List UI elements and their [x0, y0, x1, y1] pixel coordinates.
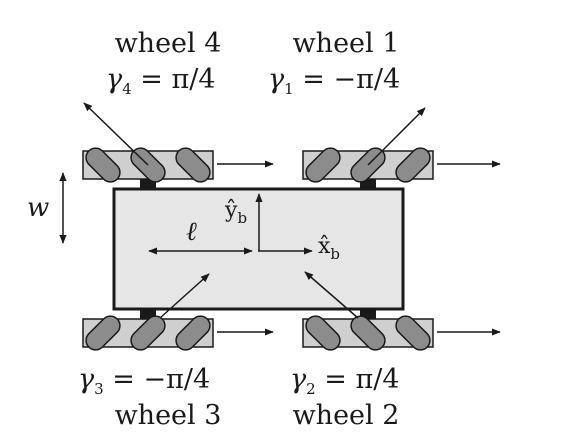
roller-arrow-wheel-4 — [83, 102, 149, 166]
wheel-2 — [302, 315, 434, 351]
roller-arrow-wheel-1 — [367, 107, 426, 166]
width-symbol-label: w — [27, 193, 49, 223]
gamma-2-label: γ2 = π/4 — [290, 364, 400, 398]
wheel-4-label: wheel 4 — [115, 28, 222, 59]
roller-arrow-wheel-2 — [304, 271, 359, 319]
x-body-axis-label: x̂b — [318, 234, 340, 263]
wheel-2-roller — [305, 315, 341, 351]
length-symbol-label: ℓ — [186, 217, 197, 247]
roller-arrow-wheel-3 — [159, 273, 210, 319]
wheel-4-roller — [85, 147, 121, 183]
gamma-1-label: γ1 = −π/4 — [268, 64, 400, 98]
wheel-1-roller — [395, 147, 431, 183]
wheel-3-roller — [175, 315, 211, 351]
wheel-3-label: wheel 3 — [115, 400, 222, 431]
gamma-4-label: γ4 = π/4 — [106, 64, 216, 98]
wheel-3 — [82, 315, 214, 351]
wheel-3-roller — [85, 315, 121, 351]
y-body-axis-label: ŷb — [224, 198, 247, 227]
wheel-1-roller — [305, 147, 341, 183]
gamma-3-label: γ3 = −π/4 — [78, 364, 210, 398]
wheel-1-label: wheel 1 — [293, 28, 400, 59]
wheel-3-roller — [130, 315, 166, 351]
wheel-2-label: wheel 2 — [293, 400, 400, 431]
wheel-4-roller — [175, 147, 211, 183]
